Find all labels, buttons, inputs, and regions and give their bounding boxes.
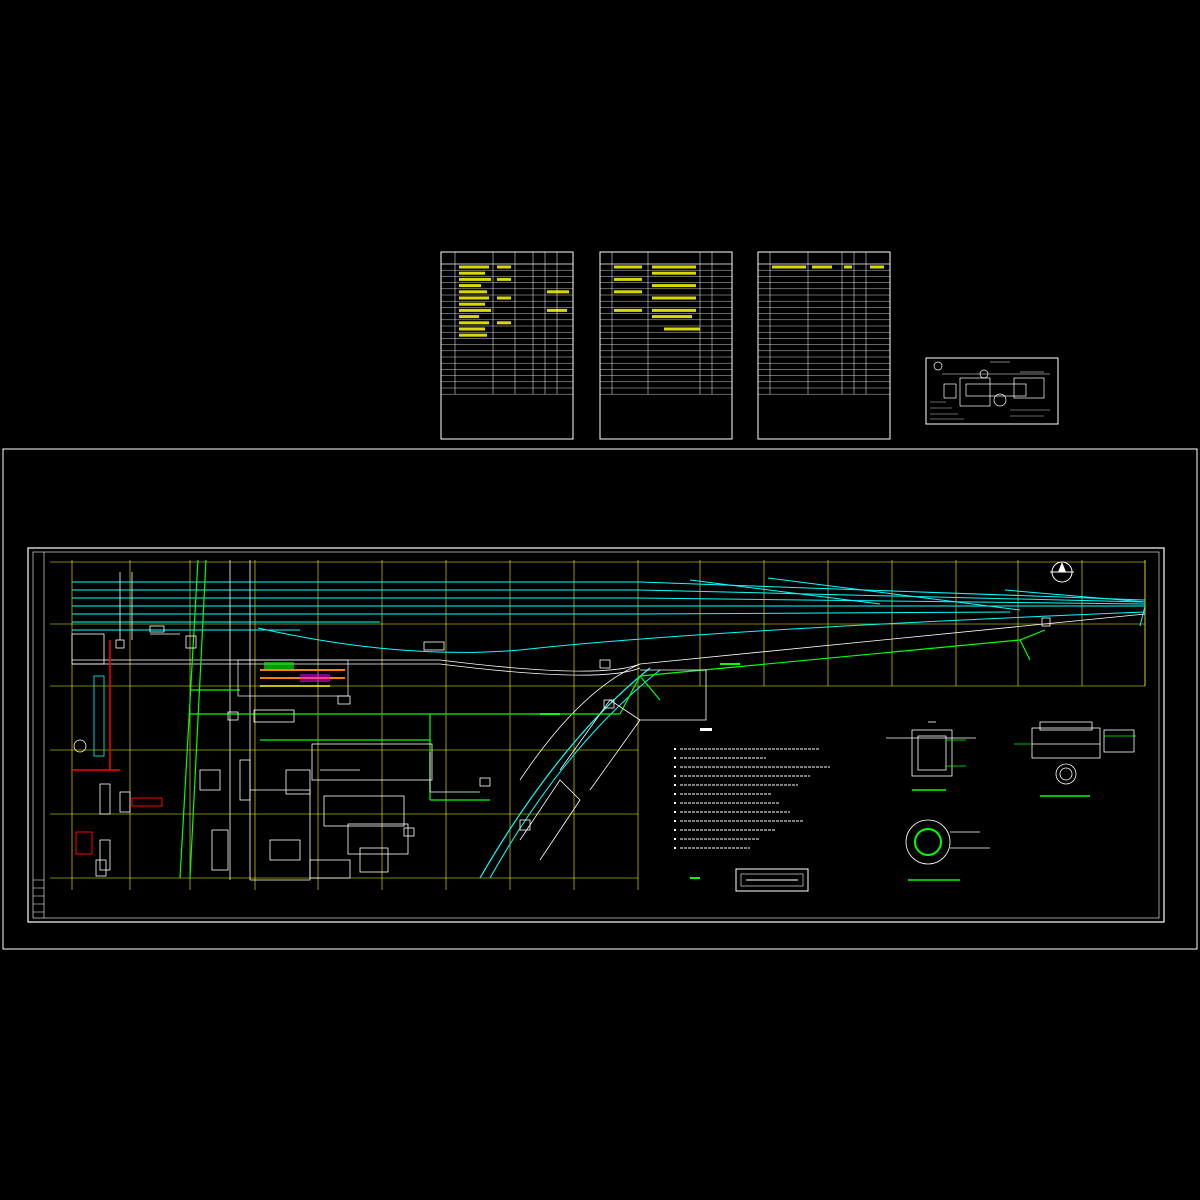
schematic-valve-icon [933, 361, 943, 371]
pipe-legend-icon [690, 868, 809, 892]
left-title-strip [33, 552, 45, 918]
north-arrow-icon [1050, 561, 1074, 583]
inner-sheet-frame [27, 547, 1165, 923]
equipment-area [72, 640, 349, 855]
general-notes-block [674, 728, 830, 849]
schematic-detail-sheet [925, 357, 1059, 425]
outer-sheet-frame [2, 448, 1198, 950]
material-table-1 [440, 251, 574, 440]
building-outlines [71, 617, 1051, 881]
main-drawing-sheet [2, 448, 1198, 950]
detail-section-b [1014, 721, 1136, 797]
railway-tracks [72, 577, 1146, 879]
coordinate-grid [50, 560, 1146, 890]
detail-section-c [905, 819, 990, 881]
white-alignment-lines [72, 560, 1146, 880]
material-table-3 [757, 251, 891, 440]
detail-section-a [886, 721, 976, 791]
material-table-2 [599, 251, 733, 440]
